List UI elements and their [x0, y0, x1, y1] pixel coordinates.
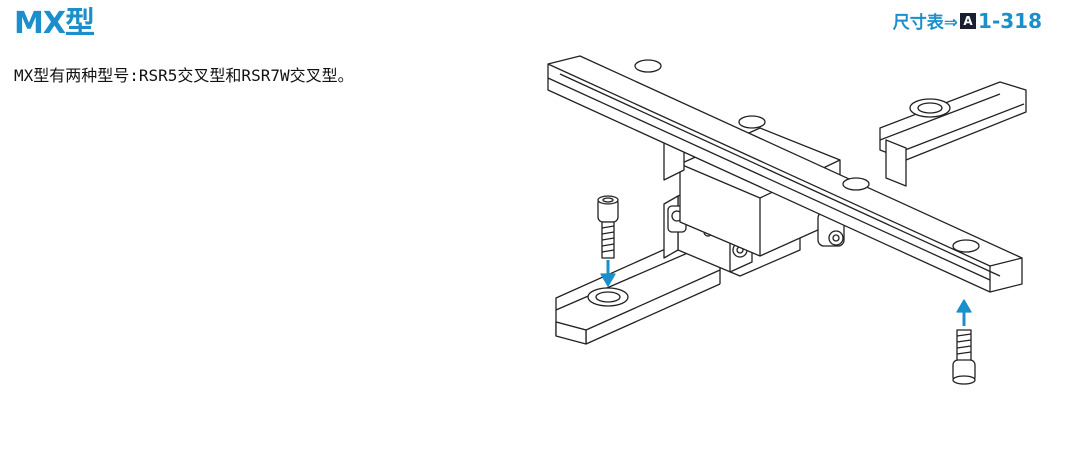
- mounting-bolt-bottom: [952, 329, 976, 385]
- upper-rail: [547, 55, 1023, 293]
- arrow-down-icon: [600, 260, 616, 287]
- section-badge: A: [960, 12, 977, 29]
- cross-rail-assembly-diagram: [547, 55, 1027, 385]
- reference-page-number: 1-318: [978, 8, 1042, 33]
- model-description: MX型有两种型号:RSR5交叉型和RSR7W交叉型。: [14, 66, 354, 85]
- mounting-bolt-top: [597, 195, 619, 259]
- size-table-reference[interactable]: 尺寸表⇒ A 1-318: [892, 8, 1042, 34]
- reference-prefix: 尺寸表⇒: [892, 13, 959, 33]
- arrow-up-icon: [956, 299, 972, 326]
- page-title: MX型: [14, 6, 95, 41]
- lower-rail-back: [879, 81, 1027, 161]
